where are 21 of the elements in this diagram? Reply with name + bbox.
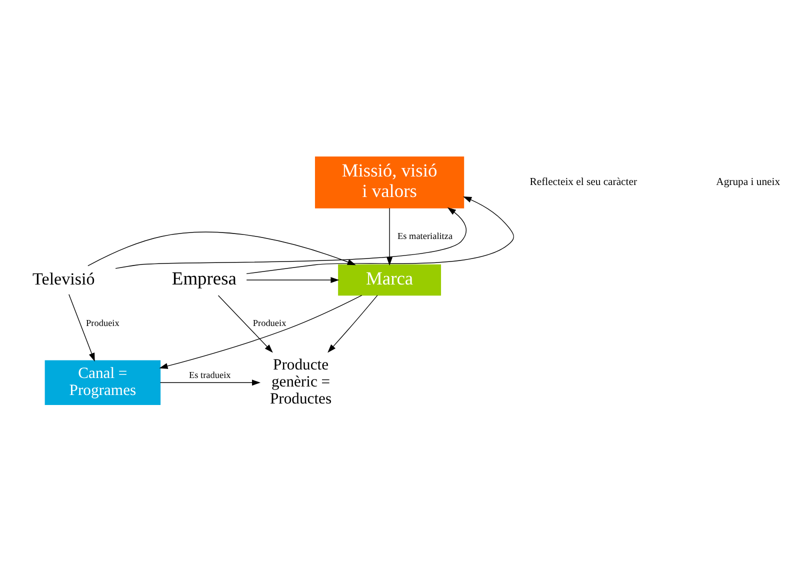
label: Agrupa i uneix [716, 176, 780, 188]
arrow [115, 206, 467, 268]
arrow [159, 294, 362, 368]
arrow [386, 207, 393, 266]
node-text: Televisió [32, 268, 95, 288]
edge-label: Es materialitza [398, 230, 453, 240]
label: Reflecteix el seu caràcter [530, 176, 637, 188]
node-box: Marca [338, 264, 442, 296]
edge-label: Es tradueix [189, 369, 231, 380]
node-text: Empresa [172, 268, 237, 288]
node-box: Missió, visió i valors [315, 156, 464, 208]
node-text: Producte genèric = Productes [270, 356, 332, 408]
arrow [328, 294, 378, 352]
edge-label: Produeix [86, 318, 120, 328]
node-box: Canal = Programes [44, 360, 161, 404]
arrow [160, 379, 261, 386]
arrow [246, 196, 514, 274]
arrow [246, 276, 340, 283]
edge-label: Produeix [252, 318, 286, 328]
arrow [68, 294, 95, 362]
arrow [218, 294, 273, 352]
